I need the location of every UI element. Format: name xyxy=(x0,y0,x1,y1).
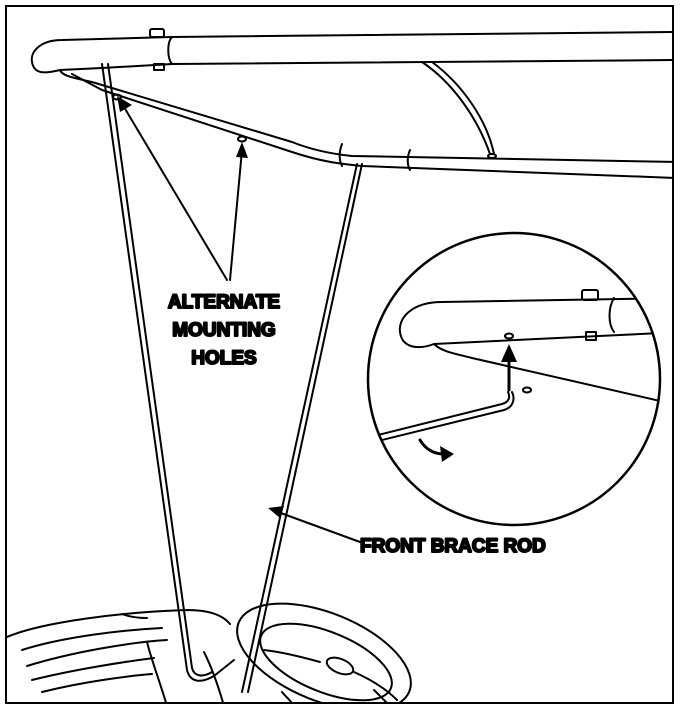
bolt-icon xyxy=(149,28,165,71)
alternate-holes-label-line3: HOLES xyxy=(191,348,256,369)
steering-wheel xyxy=(236,602,412,702)
canopy-frame xyxy=(30,31,672,179)
front-brace-rod xyxy=(101,63,363,693)
cart-body xyxy=(7,609,231,702)
front-brace-rod-label: FRONT BRACE ROD xyxy=(360,536,546,557)
detail-inset xyxy=(366,231,662,527)
alternate-holes-label-line2: MOUNTING xyxy=(172,320,275,341)
mounting-hole-icon xyxy=(112,93,247,143)
alternate-holes-label-line1: ALTERNATE xyxy=(168,292,280,313)
illustration-frame: ALTERNATE MOUNTING HOLES FRONT BRACE ROD xyxy=(5,5,674,704)
installation-diagram: ALTERNATE MOUNTING HOLES FRONT BRACE ROD xyxy=(7,28,672,702)
alternate-holes-arrows xyxy=(117,96,248,281)
front-brace-rod-arrow xyxy=(268,506,361,543)
